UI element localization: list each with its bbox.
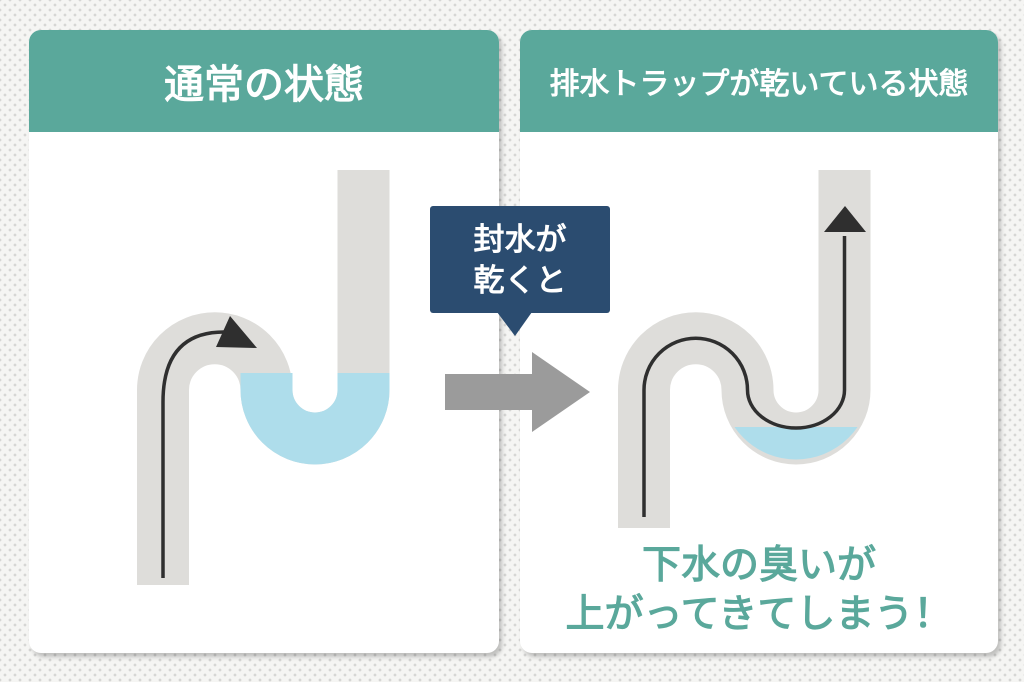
callout-bubble: 封水が 乾くと [430, 206, 610, 336]
warning-line-2: 上がってきてしまう！ [565, 593, 953, 636]
panel-normal-title: 通常の状態 [164, 63, 364, 107]
callout-pointer-icon [497, 312, 532, 336]
panel-dry-state: 排水トラップが乾いている状態 [520, 30, 998, 653]
panel-dry-header: 排水トラップが乾いている状態 [520, 30, 998, 132]
warning-line-1: 下水の臭いが [641, 544, 876, 587]
callout-line-1: 封水が [473, 221, 567, 257]
panel-normal-header: 通常の状態 [29, 30, 499, 132]
warning-text: 下水の臭いが 上がってきてしまう！ [520, 541, 998, 639]
callout-line-2: 乾くと [473, 262, 567, 298]
panel-normal-state: 通常の状態 [29, 30, 499, 653]
panel-dry-title: 排水トラップが乾いている状態 [549, 68, 969, 101]
